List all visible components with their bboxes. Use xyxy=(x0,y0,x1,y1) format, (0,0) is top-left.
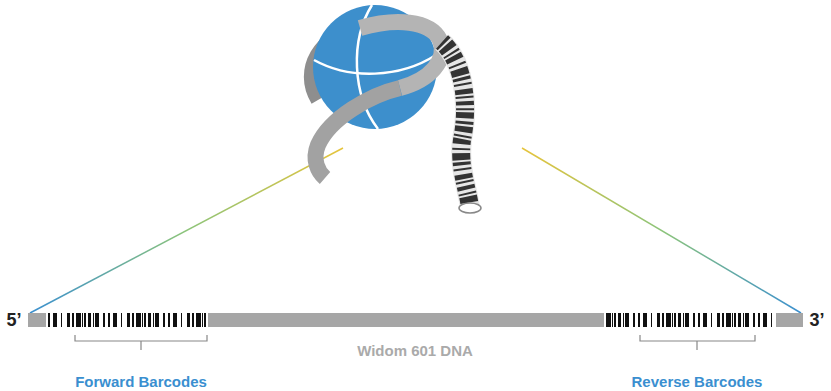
barcode-stripe xyxy=(662,313,664,327)
barcode-stripe xyxy=(745,313,749,327)
barcode-stripe xyxy=(144,313,146,327)
barcode-stripe xyxy=(93,313,94,327)
barcode-stripe xyxy=(614,313,616,327)
forward-barcode-region xyxy=(46,313,208,327)
barcode-stripe xyxy=(153,313,154,327)
dna-ribbon xyxy=(360,22,442,88)
barcode-stripe xyxy=(693,313,695,327)
barcode-stripe xyxy=(142,313,143,327)
barcode-stripe xyxy=(61,313,62,327)
barcode-stripe xyxy=(703,313,707,327)
barcode-stripe xyxy=(148,313,151,327)
barcode-stripe xyxy=(732,313,733,327)
barcode-stripe xyxy=(717,313,720,327)
barcode-stripe xyxy=(726,313,731,327)
barcode-stripe xyxy=(95,313,99,327)
end-label: 3’ xyxy=(809,310,824,331)
barcode-stripe xyxy=(643,313,647,327)
barcode-ribbon xyxy=(442,42,470,210)
barcode-stripe xyxy=(132,313,134,327)
barcode-stripe xyxy=(121,313,122,327)
barcode-stripe xyxy=(53,313,57,327)
zoom-line xyxy=(522,148,801,313)
barcode-stripe xyxy=(72,313,74,327)
barcode-stripe xyxy=(753,313,755,327)
barcode-stripe xyxy=(168,313,170,327)
dna-bar xyxy=(28,313,803,327)
barcode-stripe xyxy=(204,313,206,327)
barcode-stripe xyxy=(763,313,767,327)
end-label: 5’ xyxy=(6,310,21,331)
barcode-stripe xyxy=(633,313,635,327)
barcode-stripe xyxy=(625,313,629,327)
barcode-stripe xyxy=(88,313,91,327)
barcode-stripe xyxy=(108,313,110,327)
barcode-stripe xyxy=(657,313,660,327)
region-label: Forward Barcodes xyxy=(75,373,207,390)
bracket xyxy=(640,335,755,350)
dna-ribbon xyxy=(316,88,400,178)
reverse-barcode-region xyxy=(604,313,776,327)
barcode-stripe xyxy=(683,313,684,327)
barcode-stripe xyxy=(666,313,671,327)
zoom-line xyxy=(30,148,343,313)
barcode-stripe xyxy=(136,313,141,327)
barcode-stripe xyxy=(698,313,700,327)
barcode-stripe xyxy=(674,313,676,327)
barcode-stripe xyxy=(685,313,689,327)
barcode-stripe xyxy=(618,313,621,327)
barcode-ribbon xyxy=(442,42,470,210)
barcode-stripe xyxy=(181,313,182,327)
barcode-stripe xyxy=(734,313,736,327)
barcode-stripe xyxy=(722,313,724,327)
barcode-stripe xyxy=(672,313,673,327)
barcode-stripe xyxy=(67,313,70,327)
barcode-stripe xyxy=(711,313,712,327)
barcode-stripe xyxy=(623,313,624,327)
barcode-stripe xyxy=(196,313,201,327)
barcode-stripe xyxy=(187,313,190,327)
barcode-stripe xyxy=(48,313,50,327)
bracket xyxy=(75,335,207,350)
sequence-label: Widom 601 DNA xyxy=(357,342,473,359)
barcode-stripe xyxy=(202,313,203,327)
barcode-stripe xyxy=(678,313,681,327)
barcode-stripe xyxy=(76,313,81,327)
barcode-stripe xyxy=(155,313,159,327)
sphere-line xyxy=(314,55,436,74)
barcode-stripe xyxy=(192,313,194,327)
barcode-stripe xyxy=(612,313,613,327)
barcode-stripe xyxy=(113,313,117,327)
region-label: Reverse Barcodes xyxy=(632,373,763,390)
barcode-stripe xyxy=(606,313,611,327)
barcode-stripe xyxy=(163,313,165,327)
barcode-ribbon xyxy=(442,42,470,210)
barcode-stripe xyxy=(651,313,652,327)
ribbon-end xyxy=(459,203,481,213)
barcode-stripe xyxy=(771,313,772,327)
barcode-stripe xyxy=(743,313,744,327)
barcode-stripe xyxy=(84,313,86,327)
barcode-stripe xyxy=(758,313,760,327)
barcode-stripe xyxy=(127,313,130,327)
barcode-stripe xyxy=(638,313,640,327)
barcode-stripe xyxy=(738,313,741,327)
barcode-stripe xyxy=(103,313,105,327)
barcode-stripe xyxy=(82,313,83,327)
barcode-stripe xyxy=(173,313,177,327)
barcode-stripes xyxy=(48,313,772,327)
